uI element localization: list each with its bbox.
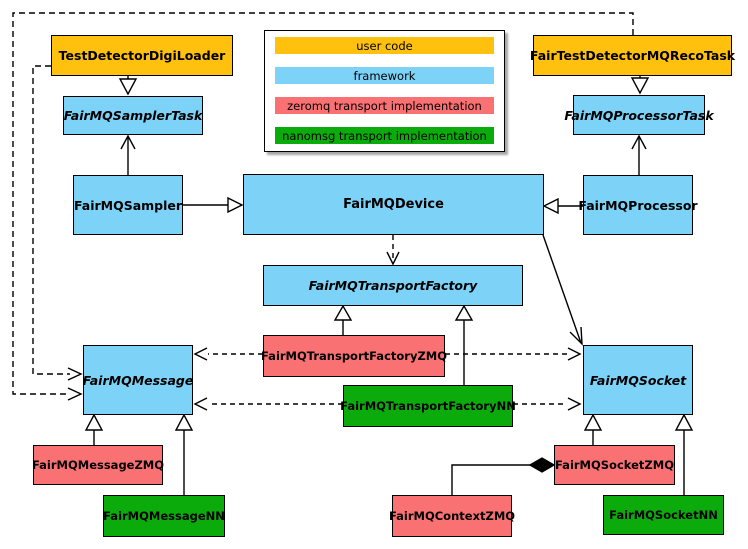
node-fairmqtransportfactorynn: FairMQTransportFactoryNN <box>340 385 516 427</box>
node-fairmqsocketzmq: FairMQSocketZMQ <box>554 445 675 485</box>
edge-socketnn-socket <box>674 413 694 495</box>
node-fairmqtransportfactory: FairMQTransportFactory <box>263 265 523 306</box>
legend-item-nanomsg: nanomsg transport implementation <box>275 127 494 144</box>
edge-tfnn-message <box>193 397 343 411</box>
edge-tfzmq-transportfactory <box>333 304 353 335</box>
edge-digiloader-samplertask <box>118 76 138 96</box>
legend-item-user-code: user code <box>275 37 494 54</box>
edge-tfzmq-message <box>193 347 263 361</box>
node-testdetectordigiloader: TestDetectorDigiLoader <box>51 35 233 76</box>
node-fairmqprocessor: FairMQProcessor <box>578 175 698 235</box>
edge-socketzmq-socket <box>583 413 603 445</box>
node-fairmqsocket: FairMQSocket <box>583 345 693 415</box>
node-fairmqmessagezmq: FairMQMessageZMQ <box>32 445 164 485</box>
edge-recotask-message <box>12 12 634 401</box>
legend-item-zeromq: zeromq transport implementation <box>275 97 494 114</box>
edge-tfnn-socket <box>513 397 582 411</box>
edge-digiloader-message <box>32 65 83 381</box>
legend-item-framework: framework <box>275 67 494 84</box>
node-fairmqprocessortask: FairMQProcessorTask <box>564 95 714 135</box>
edge-tfnn-transportfactory <box>454 304 474 385</box>
node-fairmqsocketnn: FairMQSocketNN <box>603 495 724 535</box>
edge-sampler-samplertask <box>120 134 136 175</box>
node-fairmqcontextzmq: FairMQContextZMQ <box>389 495 515 537</box>
node-fairmqmessagenn: FairMQMessageNN <box>103 495 225 537</box>
node-fairmqsampler: FairMQSampler <box>73 175 183 235</box>
node-fairmqtransportfactoryzmq: FairMQTransportFactoryZMQ <box>261 335 447 377</box>
node-fairmqmessage: FairMQMessage <box>83 345 193 415</box>
edge-device-transportfactory <box>386 235 400 266</box>
node-fairmqsamplertask: FairMQSamplerTask <box>63 96 203 135</box>
edge-tfzmq-socket <box>445 347 582 361</box>
edge-contextzmq-socketzmq <box>451 457 556 495</box>
edge-device-socket <box>542 234 583 346</box>
edge-processor-device <box>542 197 583 215</box>
edge-messagezmq-message <box>84 413 104 445</box>
node-fairtestdetectormqrecotask: FairTestDetectorMQRecoTask <box>530 35 735 76</box>
legend: user code framework zeromq transport imp… <box>264 30 505 152</box>
edge-sampler-device <box>183 196 244 214</box>
edge-recotask-processortask <box>630 75 650 95</box>
node-fairmqdevice: FairMQDevice <box>243 174 544 235</box>
edge-processor-processortask <box>631 134 647 175</box>
edge-messagenn-message <box>174 413 194 495</box>
